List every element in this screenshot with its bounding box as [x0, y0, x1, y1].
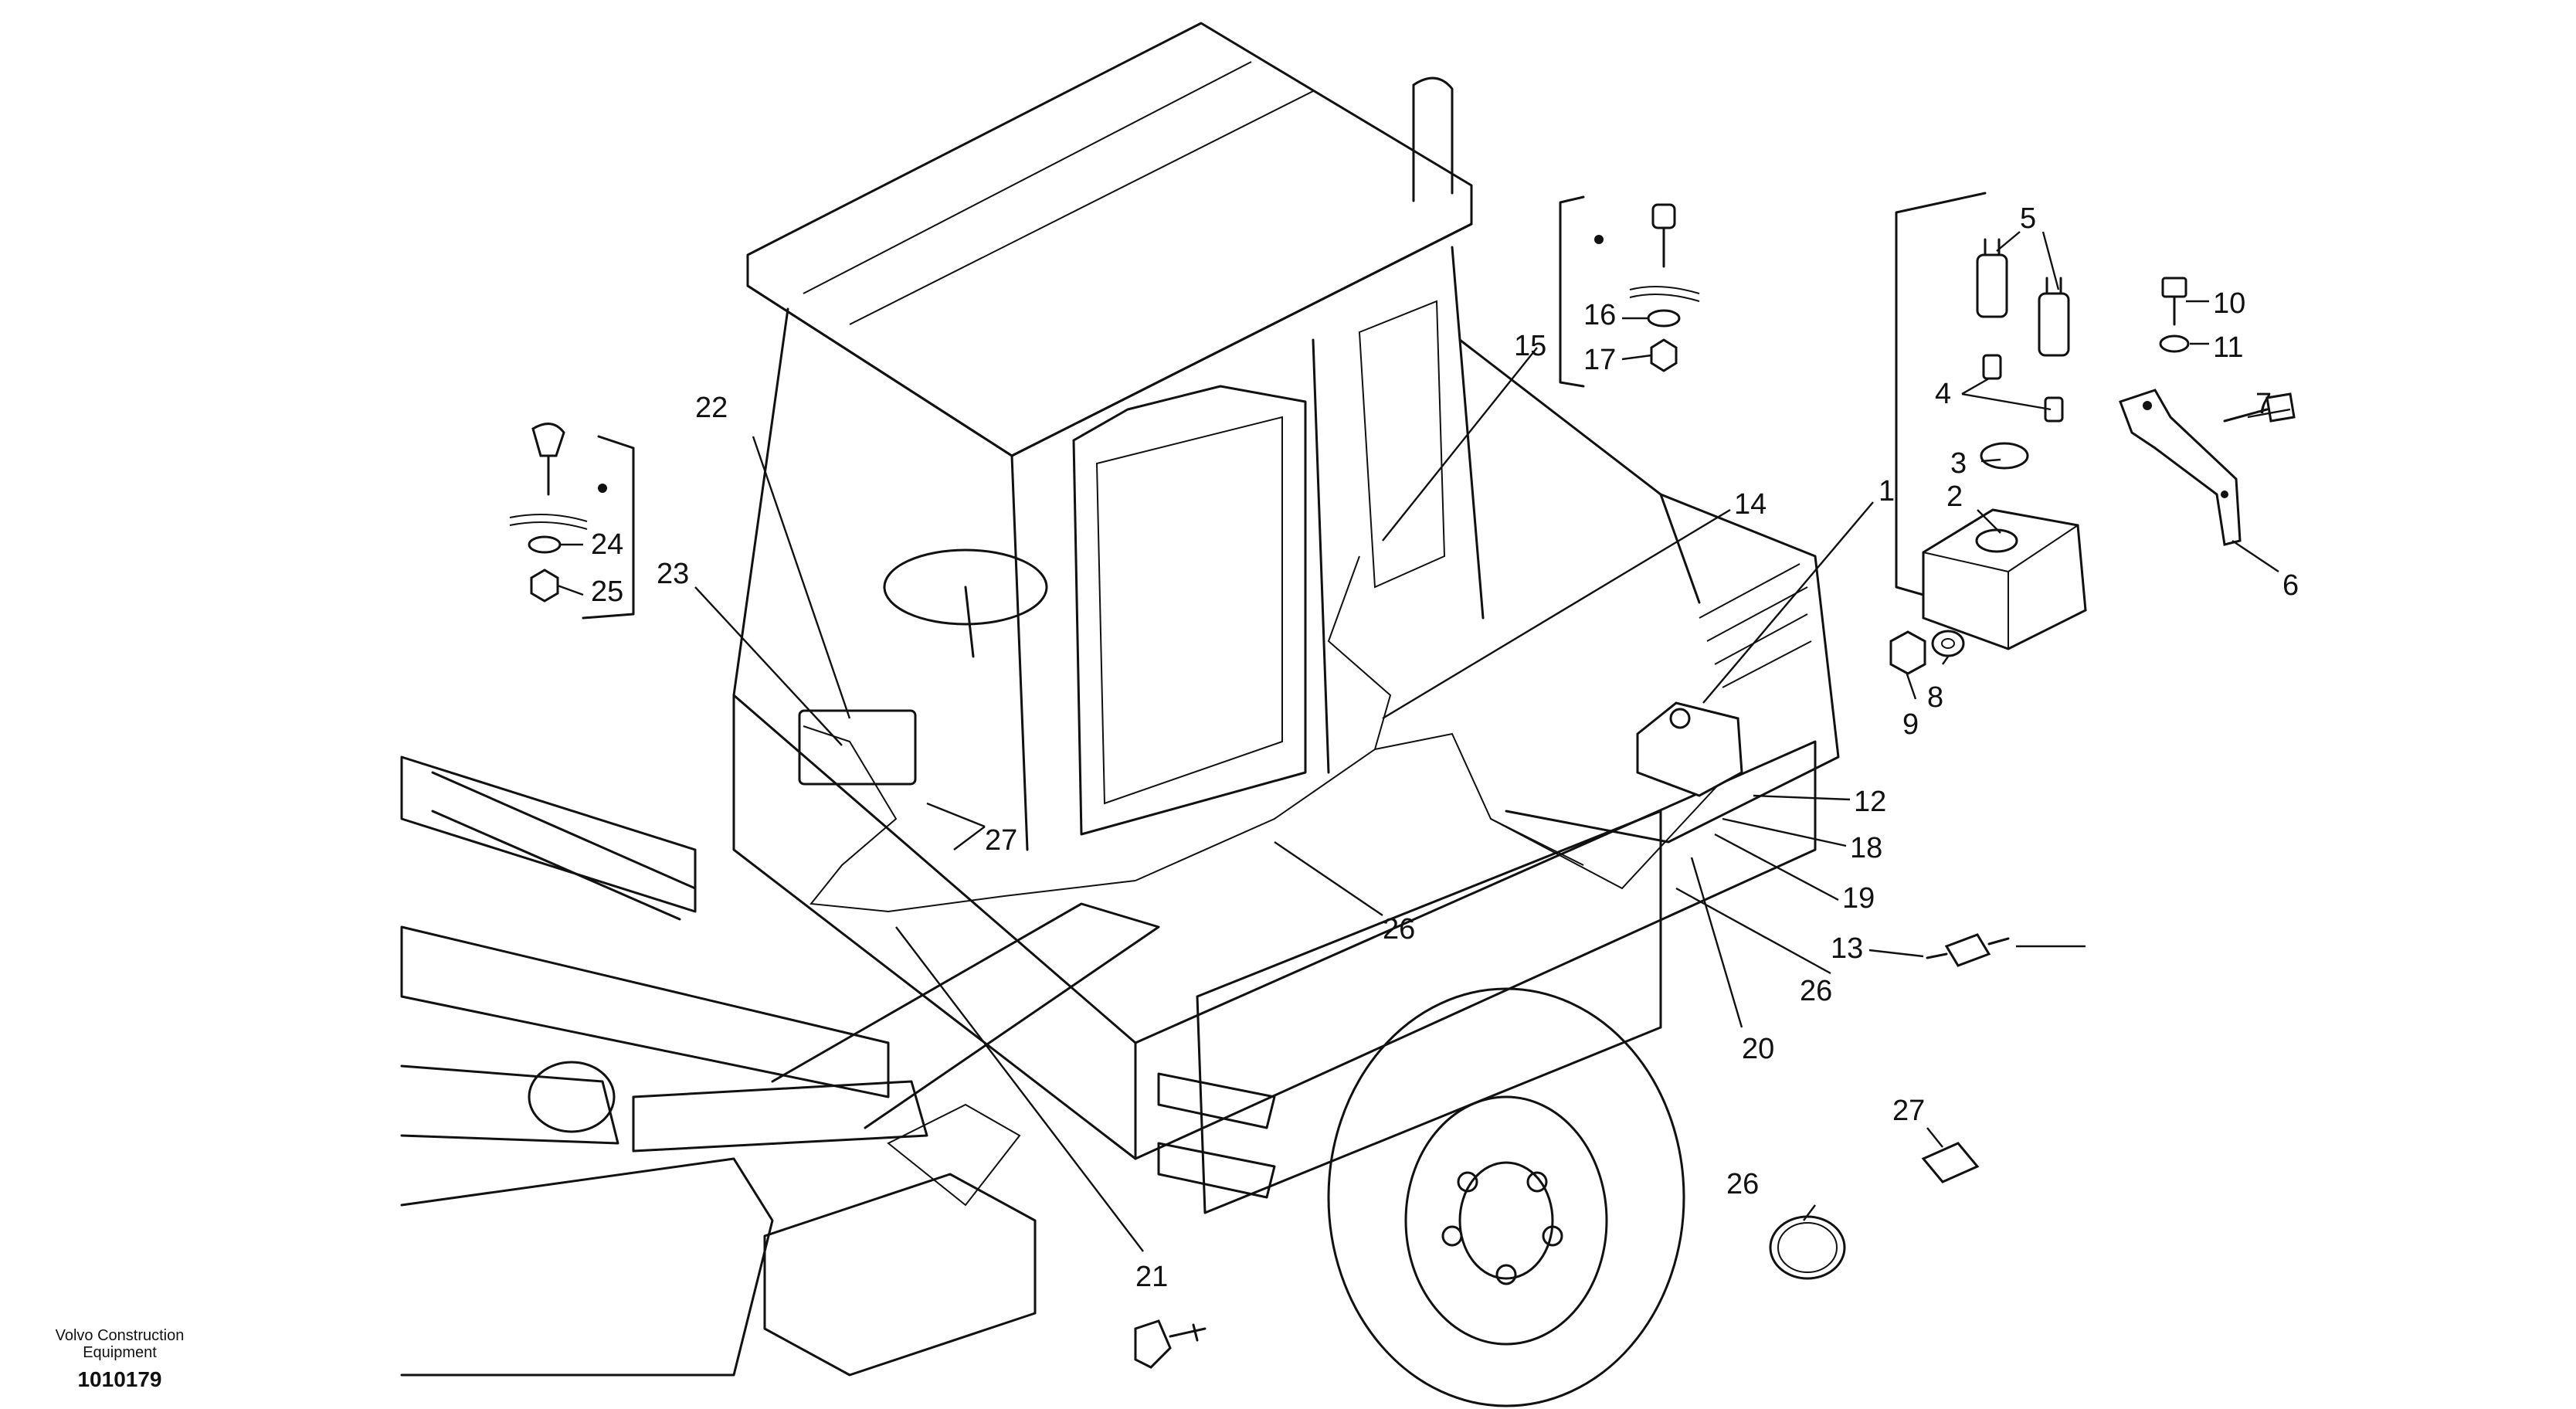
callout-18: 18: [1850, 832, 1882, 864]
callout-4: 4: [1935, 378, 1951, 410]
callout-27-cab: 27: [985, 824, 1017, 857]
callout-20: 20: [1742, 1033, 1774, 1065]
washer-reservoir: [1922, 508, 2087, 650]
brand-line-1: Volvo Construction: [55, 1327, 185, 1344]
callout-26-hood: 26: [1800, 975, 1832, 1007]
callout-26-cab: 26: [1383, 913, 1415, 946]
callout-5: 5: [2020, 202, 2036, 235]
callout-22: 22: [695, 392, 728, 424]
callout-16: 16: [1583, 299, 1616, 331]
group-bracket-1: [1895, 192, 1987, 596]
brand-line-2: Equipment: [83, 1344, 157, 1361]
callout-17: 17: [1583, 344, 1616, 376]
leader-lines: [557, 231, 2291, 1252]
nut-9: [1889, 630, 1926, 675]
callout-26-clamp: 26: [1726, 1168, 1759, 1200]
callout-25: 25: [591, 575, 623, 608]
callout-21: 21: [1135, 1261, 1168, 1293]
group-bracket-23: [582, 435, 635, 620]
callout-14: 14: [1734, 488, 1767, 521]
callout-11: 11: [2213, 331, 2243, 364]
callout-8: 8: [1927, 681, 1943, 714]
nozzle-13: [1926, 933, 2010, 967]
callout-27-clip: 27: [1892, 1095, 1925, 1127]
callout-10: 10: [2213, 287, 2245, 320]
document-number: 1010179: [77, 1367, 162, 1391]
group-bracket-15: [1559, 195, 1585, 388]
callout-19: 19: [1842, 882, 1875, 915]
callout-6: 6: [2282, 569, 2299, 602]
callout-23: 23: [657, 558, 689, 590]
hose-clip-27: [1921, 1142, 1980, 1183]
callout-2: 2: [1946, 480, 1963, 513]
brand-text: Volvo Construction Equipment: [31, 1327, 209, 1361]
callout-7: 7: [2255, 388, 2272, 420]
washer-8: [1931, 630, 1965, 657]
callout-1: 1: [1879, 475, 1895, 508]
hose-clamp-26: [1769, 1215, 1846, 1280]
connector-21: [1134, 1319, 1207, 1369]
washer-pump-right: [2038, 277, 2070, 423]
bolt-10: [2161, 277, 2187, 326]
callout-13: 13: [1831, 932, 1863, 965]
callout-9: 9: [1902, 708, 1919, 741]
mounting-bracket: [2119, 389, 2242, 546]
nozzle-22-exploded: [509, 423, 607, 603]
filler-cap: [1980, 442, 2029, 470]
callout-12: 12: [1854, 786, 1886, 818]
washer-reservoir-installed: [1636, 701, 1743, 797]
callout-24: 24: [591, 528, 623, 561]
nozzle-15-exploded: [1594, 203, 1700, 372]
callout-labels: 1 2 3 4 5 6 7 8 9 10 11 12 13 14 15 16 1…: [591, 202, 2299, 1293]
washer-11: [2159, 334, 2190, 353]
bolt-7: [2223, 392, 2296, 423]
wheel-loader-drawing: [400, 22, 1840, 1407]
callout-15: 15: [1514, 330, 1546, 362]
washer-pump-left: [1976, 238, 2008, 380]
callout-3: 3: [1950, 447, 1967, 480]
